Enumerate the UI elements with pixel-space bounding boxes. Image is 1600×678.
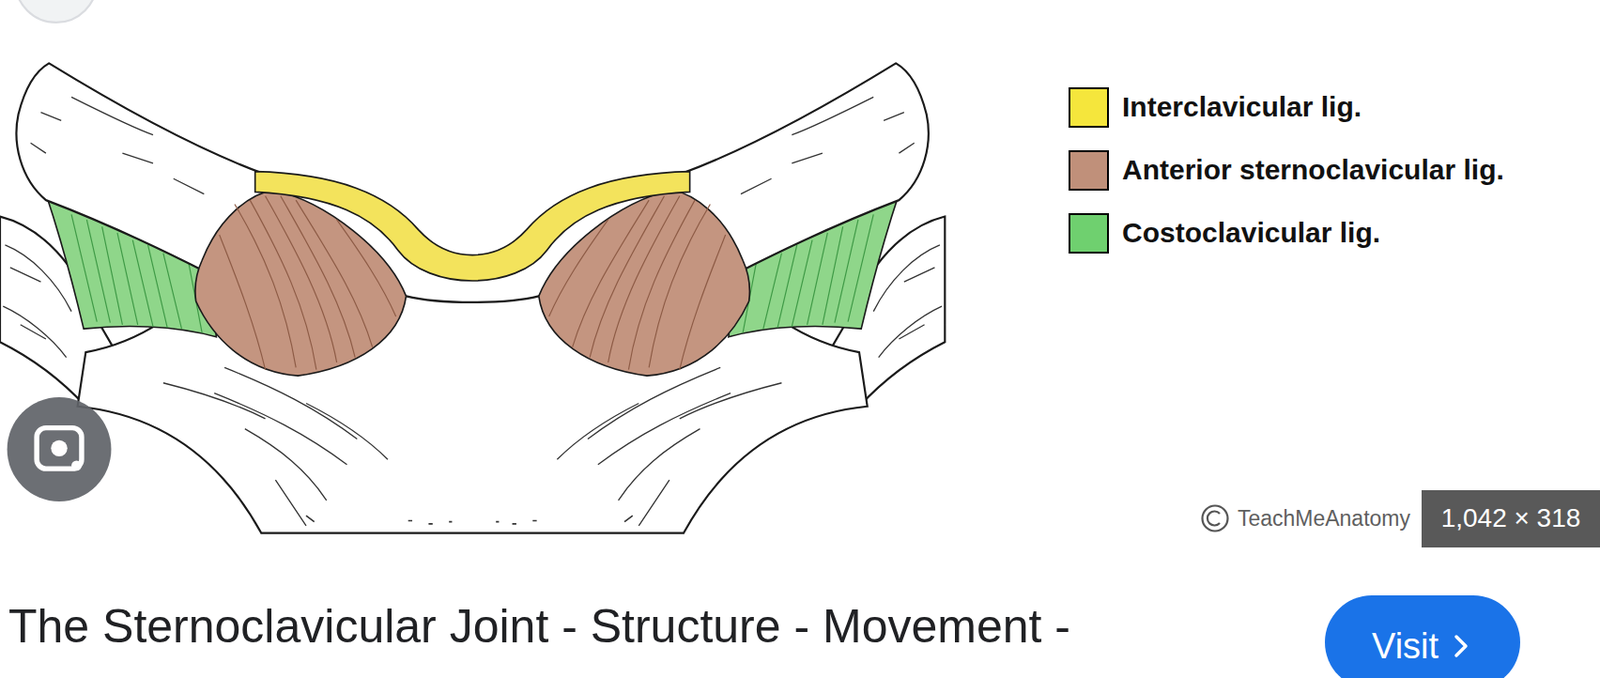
right-joint [538,62,929,526]
legend-swatch [1068,213,1109,254]
legend-swatch [1068,87,1109,128]
legend-row: Anterior sternoclavicular lig. [1068,148,1505,192]
legend-text: Interclavicular lig. [1122,91,1362,124]
legend-swatch [1068,150,1109,191]
size-badge: 1,042 × 318 [1421,490,1600,548]
avatar-circle [15,0,97,23]
copyright-ring [1201,506,1228,532]
legend-text: Anterior sternoclavicular lig. [1122,153,1505,186]
lens-dot [71,460,82,471]
legend-row: Interclavicular lig. [1068,85,1362,129]
visit-button: Visit [1324,595,1521,678]
result-title: The Sternoclavicular Joint - Structure -… [8,600,1071,653]
lens-button [7,397,112,502]
visit-button-text: Visit [1371,628,1439,664]
legend-text: Costoclavicular lig. [1122,216,1381,249]
watermark: TeachMeAnatomy [1200,502,1411,535]
legend-row: Costoclavicular lig. [1068,211,1381,255]
interclavicular-ligament [255,171,691,281]
watermark-text: TeachMeAnatomy [1237,506,1411,532]
lens-circle [7,397,112,502]
chevron-stroke [1456,636,1466,656]
copyright-c [1207,511,1220,526]
size-badge-text: 1,042 × 318 [1441,505,1582,532]
chevron-icon [1451,632,1471,660]
copyright-symbol [1200,503,1231,534]
lens-eye [50,440,67,457]
manubrium-marks [306,515,633,524]
